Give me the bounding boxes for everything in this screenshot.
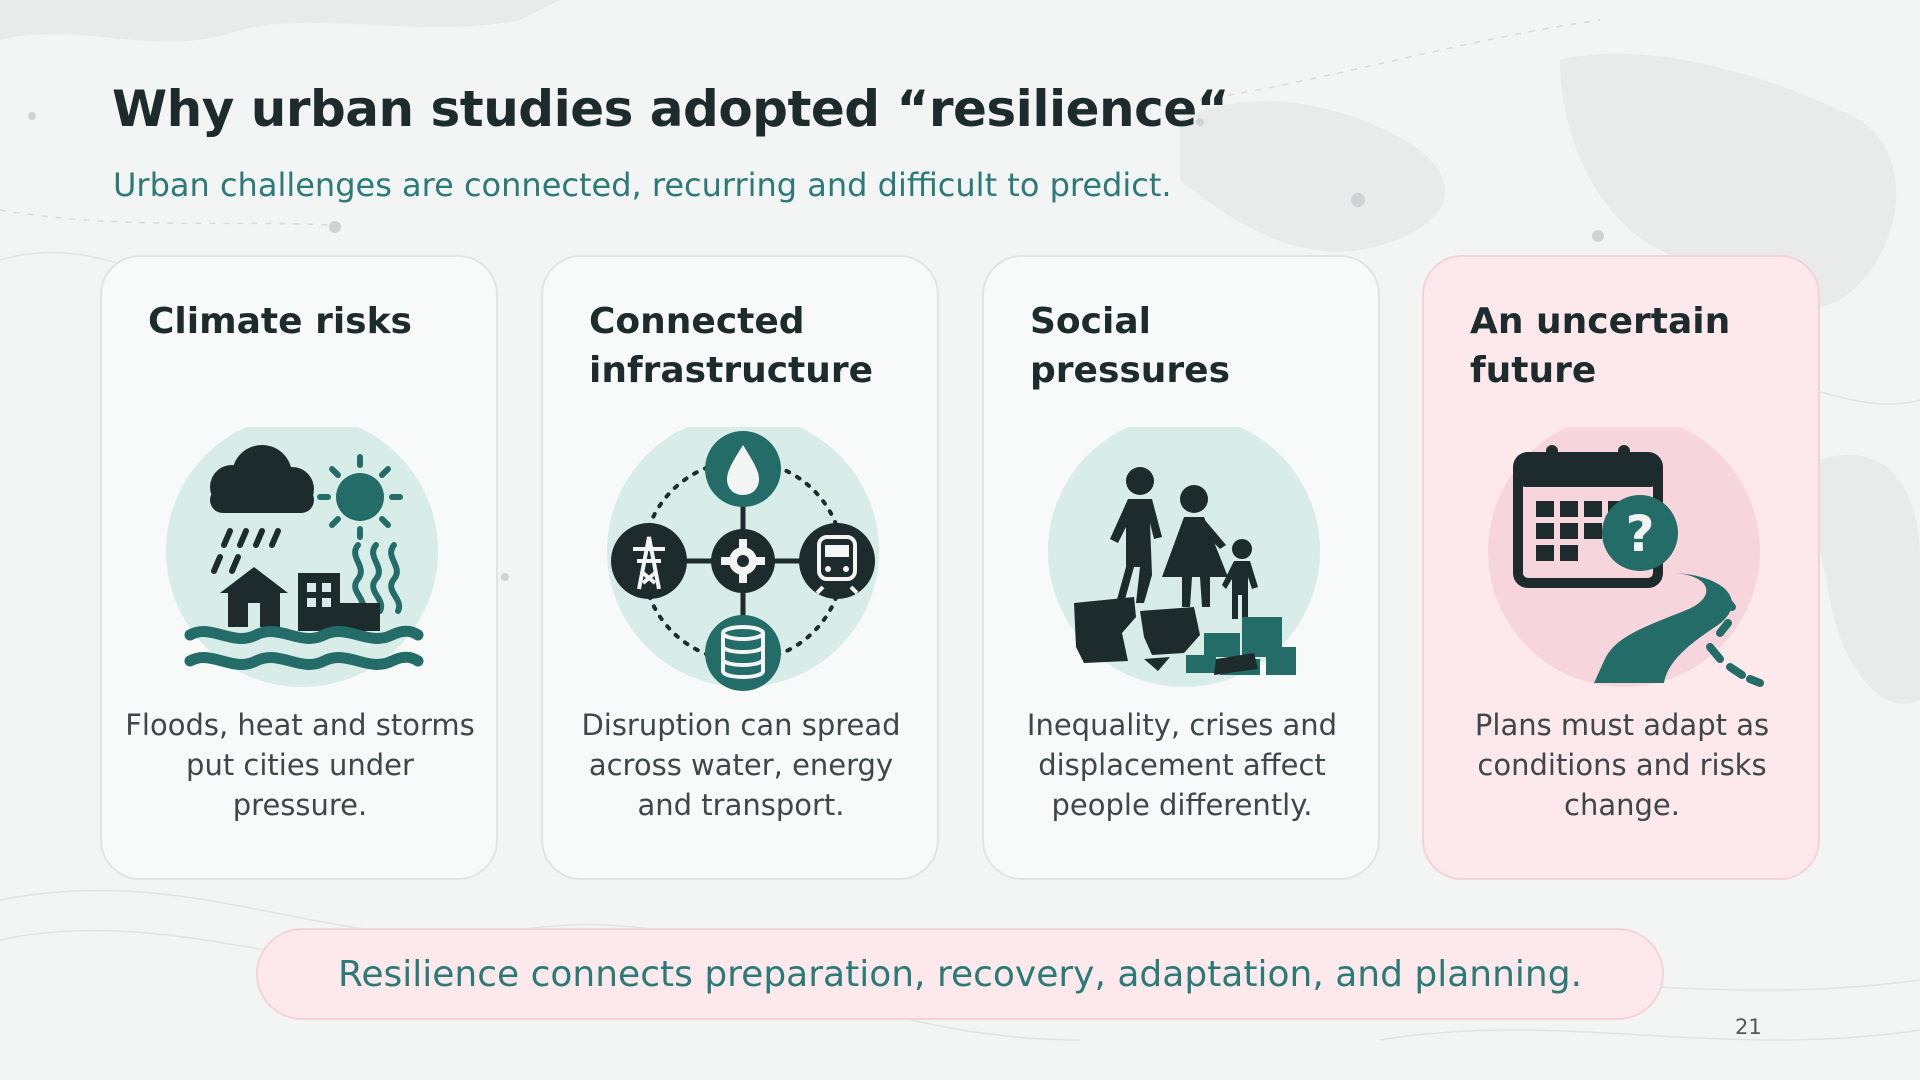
card-description: Inequality, crises and displacement affe… [1026,708,1338,822]
card-title: Social pressures [1030,301,1231,391]
svg-text:?: ? [1625,505,1654,563]
card-connected-infrastructure: Connected infrastructure [541,255,939,880]
card-title: An uncertain future [1470,301,1731,391]
summary-banner: Resilience connects preparation, recover… [256,928,1664,1020]
card-title: Connected infrastructure [589,301,874,391]
slide-title: Why urban studies adopted “resilience“ [112,80,1230,138]
card-social-pressures: Social pressures Inequality, [982,255,1380,880]
family-displacement-icon [1048,427,1320,687]
card-title: Climate risks [148,301,412,342]
card-description: Floods, heat and storms put cities under… [125,708,475,822]
slide-subtitle: Urban challenges are connected, recurrin… [113,166,1172,204]
card-uncertain-future: An uncertain future ? Plans must adapt a… [1422,255,1820,880]
page-number: 21 [1735,1015,1762,1039]
card-description: Plans must adapt as conditions and risks… [1474,708,1770,822]
card-climate-risks: Climate risks [100,255,498,880]
card-description: Disruption can spread across water, ener… [581,708,901,822]
infrastructure-network-icon [607,427,879,691]
calendar-question-road-icon: ? [1488,427,1764,687]
climate-risk-icon [166,427,438,687]
